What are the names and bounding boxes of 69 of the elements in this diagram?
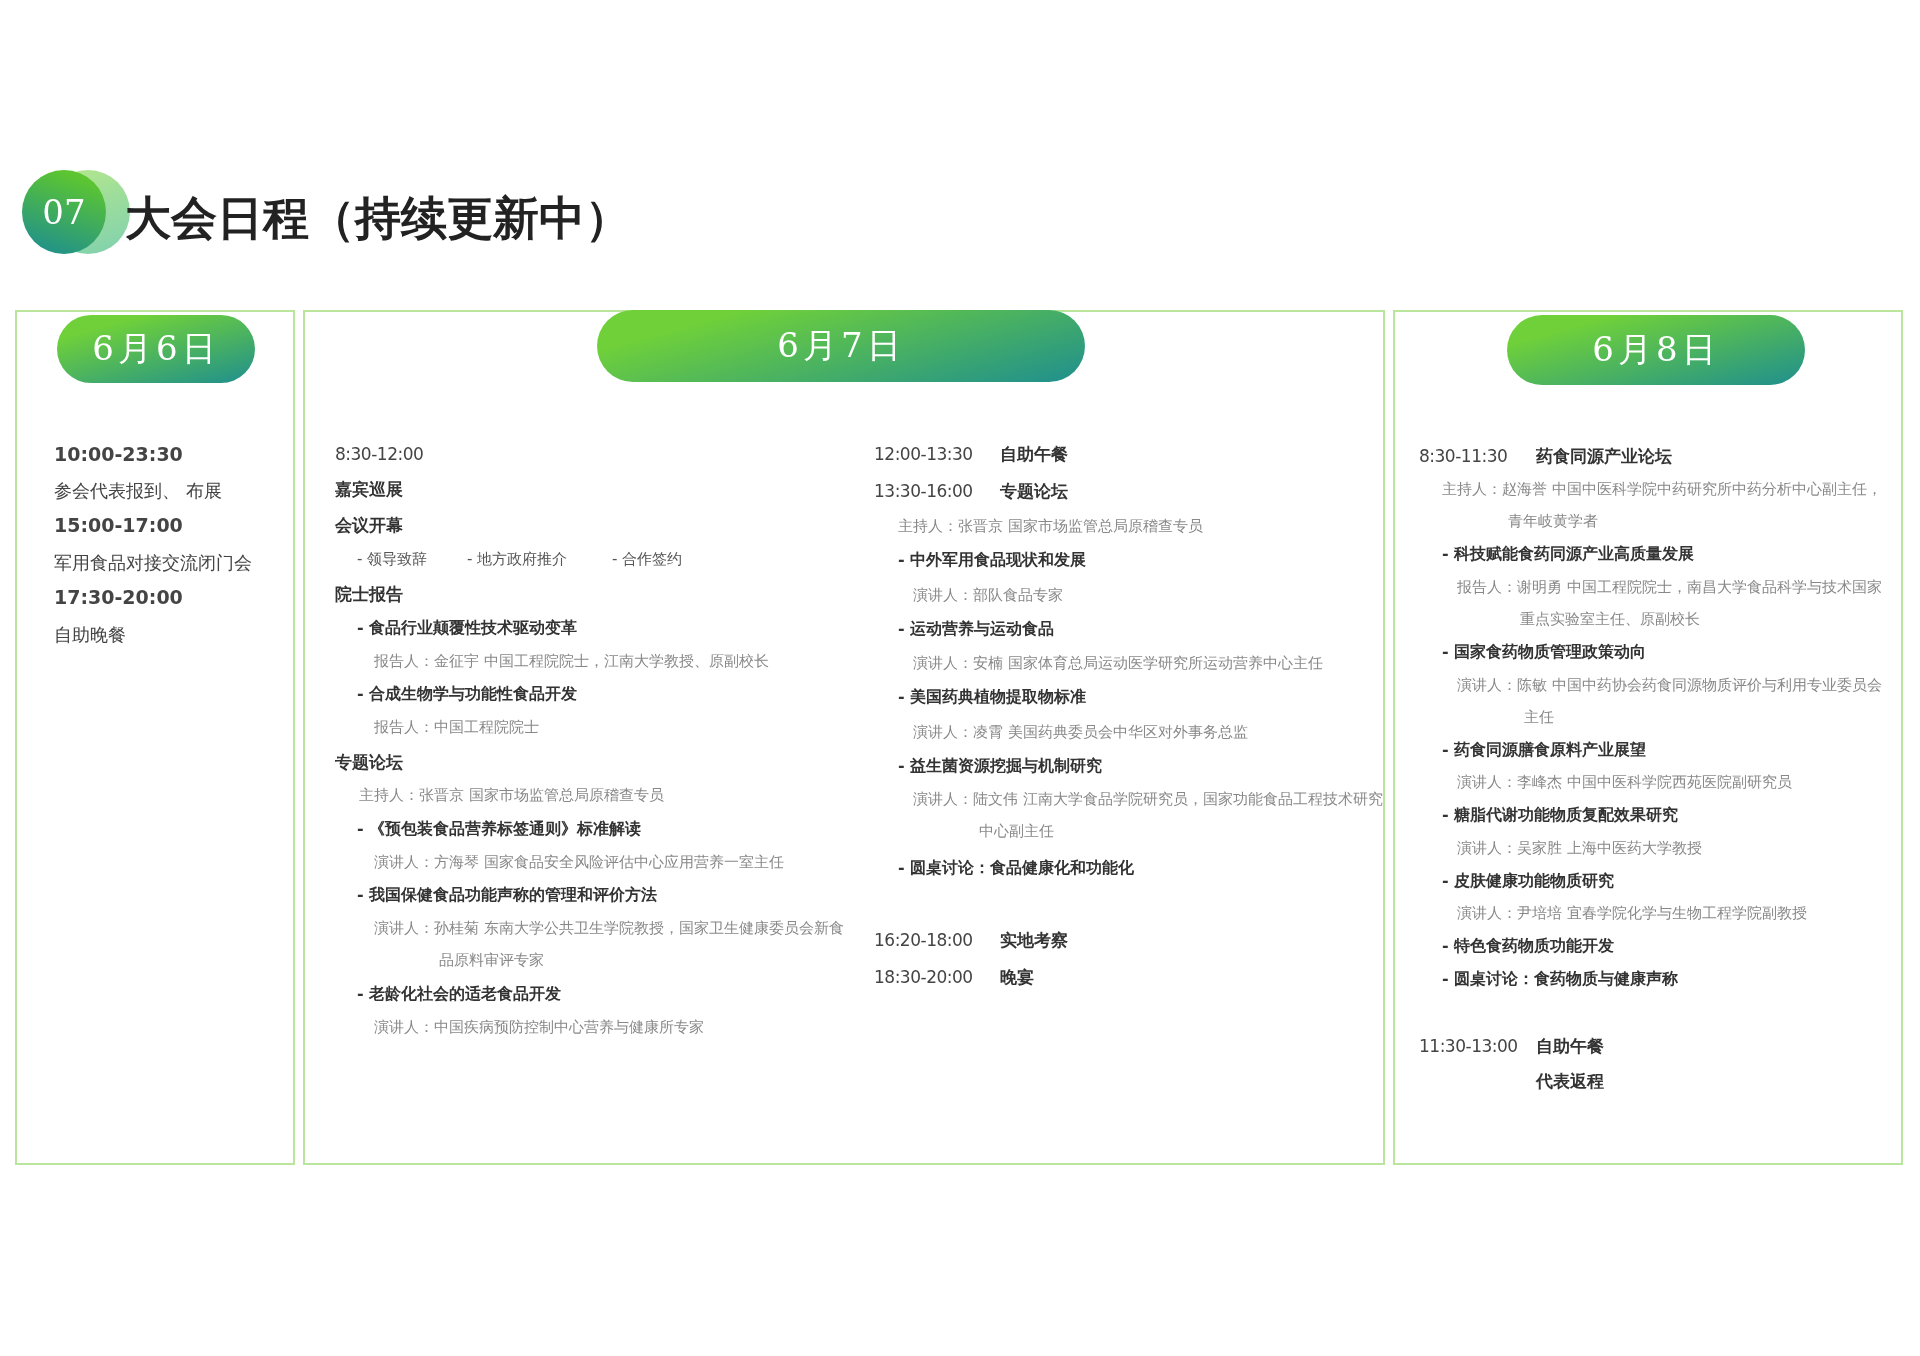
date-pill: 6月6日 [57, 315, 255, 383]
agenda-item: - 地方政府推介 [467, 549, 568, 570]
time-text: 8:30-11:30 [1419, 445, 1508, 468]
agenda-item: - 国家食药物质管理政策动向 [1442, 641, 1647, 663]
time-text: 12:00-13:30 [874, 443, 973, 466]
agenda-item: - 合作签约 [612, 549, 683, 570]
session-title: 嘉宾巡展 [335, 478, 403, 501]
session-title: 自助午餐 [1536, 1035, 1604, 1058]
session-title: 院士报告 [335, 583, 403, 606]
session-title: 自助午餐 [1000, 443, 1068, 466]
speaker-text: 演讲人：陈敏 中国中药协会药食同源物质评价与利用专业委员会主任 [1457, 675, 1882, 728]
session-title: 会议开幕 [335, 514, 403, 537]
session-title: 药食同源产业论坛 [1536, 445, 1672, 468]
time-text: 16:20-18:00 [874, 929, 973, 952]
session-title: 专题论坛 [335, 751, 403, 774]
agenda-item: - 圆桌讨论：食品健康化和功能化 [898, 857, 1135, 879]
speaker-text: 主持人：赵海誉 中国中医科学院中药研究所中药分析中心副主任，青年岐黄学者 [1442, 479, 1882, 532]
agenda-item: - 《预包装食品营养标签通则》标准解读 [357, 818, 642, 840]
agenda-item: - 老龄化社会的适老食品开发 [357, 983, 562, 1005]
speaker-text: 报告人：谢明勇 中国工程院院士，南昌大学食品科学与技术国家重点实验室主任、原副校长 [1457, 577, 1882, 630]
agenda-item: - 科技赋能食药同源产业高质量发展 [1442, 543, 1695, 565]
agenda-item: - 特色食药物质功能开发 [1442, 935, 1615, 957]
schedule-panel [1393, 310, 1903, 1165]
speaker-text: 主持人：张晋京 国家市场监管总局原稽查专员 [898, 516, 1203, 537]
page-title: 大会日程（持续更新中） [125, 190, 631, 247]
speaker-text: 演讲人：孙桂菊 东南大学公共卫生学院教授，国家卫生健康委员会新食品原料审评专家 [374, 918, 845, 971]
agenda-item: - 运动营养与运动食品 [898, 618, 1055, 640]
speaker-text: 报告人：中国工程院院士 [374, 717, 539, 738]
agenda-item: - 中外军用食品现状和发展 [898, 549, 1087, 571]
agenda-item: - 益生菌资源挖掘与机制研究 [898, 755, 1103, 777]
activity-text: 军用食品对接交流闭门会 [54, 551, 252, 575]
agenda-item: - 合成生物学与功能性食品开发 [357, 683, 578, 705]
session-title: 晚宴 [1000, 966, 1034, 989]
agenda-item: - 皮肤健康功能物质研究 [1442, 870, 1615, 892]
schedule-panel [15, 310, 295, 1165]
time-text: 18:30-20:00 [874, 966, 973, 989]
speaker-text: 演讲人：安楠 国家体育总局运动医学研究所运动营养中心主任 [913, 653, 1323, 674]
session-title: 实地考察 [1000, 929, 1068, 952]
agenda-item: - 美国药典植物提取物标准 [898, 686, 1087, 708]
activity-text: 参会代表报到、 布展 [54, 479, 222, 503]
agenda-item: - 药食同源膳食原料产业展望 [1442, 739, 1647, 761]
session-title: 代表返程 [1536, 1070, 1604, 1093]
date-pill: 6月7日 [597, 310, 1085, 382]
speaker-text: 演讲人：尹培培 宜春学院化学与生物工程学院副教授 [1457, 903, 1807, 924]
date-pill: 6月8日 [1507, 315, 1805, 385]
agenda-item: - 糖脂代谢功能物质复配效果研究 [1442, 804, 1679, 826]
speaker-text: 演讲人：吴家胜 上海中医药大学教授 [1457, 838, 1702, 859]
time-text: 8:30-12:00 [335, 443, 424, 466]
agenda-item: - 食品行业颠覆性技术驱动变革 [357, 617, 578, 639]
speaker-text: 报告人：金征宇 中国工程院院士，江南大学教授、原副校长 [374, 651, 769, 672]
activity-text: 自助晚餐 [54, 623, 126, 647]
agenda-item: - 我国保健食品功能声称的管理和评价方法 [357, 884, 658, 906]
speaker-text: 主持人：张晋京 国家市场监管总局原稽查专员 [359, 785, 664, 806]
time-text: 13:30-16:00 [874, 480, 973, 503]
speaker-text: 演讲人：中国疾病预防控制中心营养与健康所专家 [374, 1017, 704, 1038]
speaker-text: 演讲人：李峰杰 中国中医科学院西苑医院副研究员 [1457, 772, 1792, 793]
agenda-item: - 领导致辞 [357, 549, 428, 570]
time-text: 11:30-13:00 [1419, 1035, 1518, 1058]
time-text: 10:00-23:30 [54, 442, 183, 467]
session-title: 专题论坛 [1000, 480, 1068, 503]
speaker-text: 演讲人：方海琴 国家食品安全风险评估中心应用营养一室主任 [374, 852, 784, 873]
time-text: 17:30-20:00 [54, 585, 183, 610]
speaker-text: 演讲人：陆文伟 江南大学食品学院研究员，国家功能食品工程技术研究中心副主任 [913, 789, 1384, 842]
speaker-text: 演讲人：部队食品专家 [913, 585, 1063, 606]
number-badge: 07 [22, 170, 106, 254]
time-text: 15:00-17:00 [54, 513, 183, 538]
speaker-text: 演讲人：凌霄 美国药典委员会中华区对外事务总监 [913, 722, 1248, 743]
agenda-item: - 圆桌讨论：食药物质与健康声称 [1442, 968, 1679, 990]
schedule-panel [303, 310, 1385, 1165]
